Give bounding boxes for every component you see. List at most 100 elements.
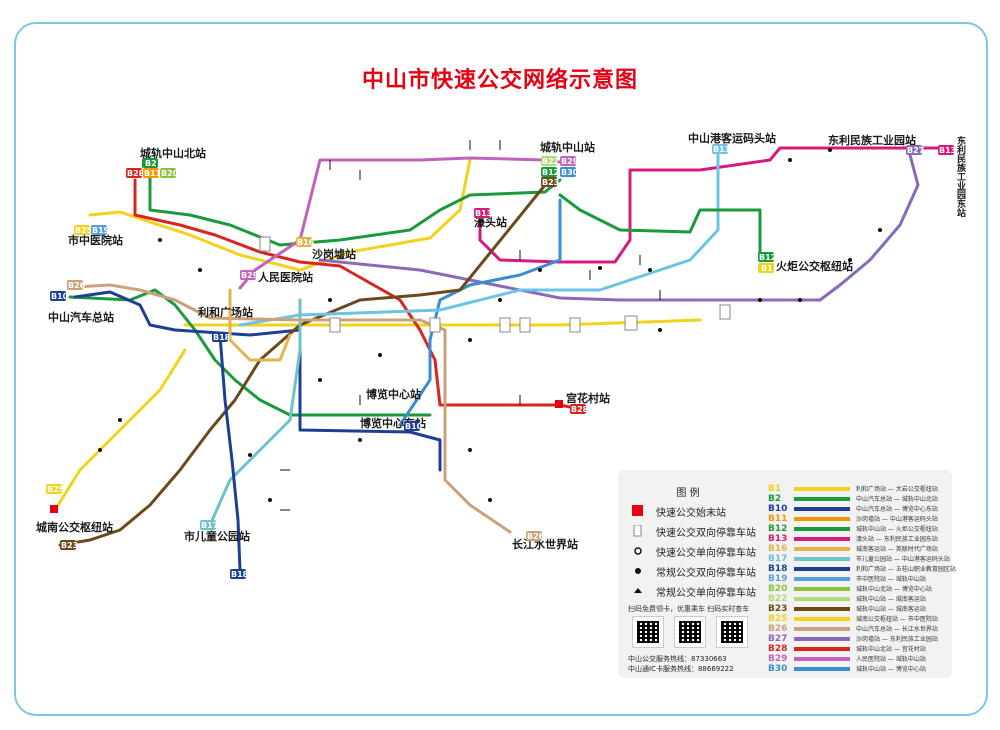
legend-line-swatch (794, 637, 850, 641)
svg-text:B10: B10 (51, 292, 69, 301)
route-line-yellow-west (88, 158, 472, 272)
legend-line-code: B25 (768, 614, 788, 624)
route-badge: B26 (526, 531, 545, 541)
route-badge: B29 (560, 156, 579, 166)
legend-line-swatch (794, 617, 850, 621)
legend-line-route: 市儿童公园站 — 中山港客运码头站 (856, 556, 950, 563)
legend-line-code: B2 (768, 494, 782, 504)
route-badge: B13 (938, 145, 956, 155)
route-badge: B20 (160, 168, 179, 178)
route-badge: B1 (758, 263, 774, 273)
route-badge: B25 (74, 225, 93, 235)
legend-line-route: 中山汽车总站 — 长江水世界站 (856, 626, 938, 633)
route-line-yellow-south (53, 348, 187, 512)
brt-shelters (259, 236, 731, 333)
legend-line-code: B30 (768, 664, 788, 674)
svg-text:B12: B12 (542, 168, 559, 177)
svg-text:B29: B29 (241, 271, 259, 280)
station-labels: 城轨中山北站 市中医院站 中山汽车总站 利和广场站 人民医院站 沙岗墟站 濠头站… (36, 131, 967, 551)
route-badges: B2 B28 B11 B20 B25 B19 B26 B10 B18 B29 B… (46, 144, 956, 579)
legend-line-route: 城轨中山站 — 博览中心站 (856, 666, 926, 673)
legend-line-route: 市中医院站 — 城轨中山站 (856, 576, 926, 583)
route-badge: B19 (91, 225, 110, 235)
legend-line-swatch (794, 647, 850, 651)
route-badge: B11 (712, 144, 731, 154)
station-label: 人民医院站 (258, 270, 313, 284)
svg-text:B2: B2 (145, 159, 157, 168)
legend-line-route: 城南公交枢纽站 — 市中医院站 (856, 616, 938, 623)
station-label: 利和广场站 (198, 305, 253, 319)
route-line-pale (228, 288, 292, 362)
svg-text:B20: B20 (161, 169, 179, 178)
terminus-icon (632, 505, 643, 516)
route-badge: B12 (541, 167, 559, 177)
route-line-red (133, 178, 577, 410)
route-badge: B29 (240, 270, 259, 280)
route-badge: B12 (758, 252, 776, 262)
legend-symbol-label: 快速公交单向停靠车站 (656, 548, 756, 559)
legend-line-row: B25 城南公交枢纽站 — 市中医院站 (768, 614, 950, 624)
route-badge: B10 (404, 421, 423, 431)
legend-line-code: B1 (768, 484, 782, 494)
svg-text:B29: B29 (561, 157, 579, 166)
route-line-blue (398, 198, 562, 427)
legend-line-code: B27 (768, 634, 788, 644)
legend-line-code: B17 (768, 554, 788, 564)
route-badge: B23 (60, 540, 78, 550)
legend-line-swatch (794, 607, 850, 611)
route-badge: B26 (67, 280, 86, 290)
station-label: 中山汽车总站 (48, 310, 114, 324)
qr-code-icon[interactable] (674, 616, 706, 648)
route-badge: B28 (570, 404, 589, 414)
legend-line-swatch (794, 487, 850, 491)
legend-line-row: B30 城轨中山站 — 博览中心站 (768, 664, 950, 674)
svg-text:B17: B17 (201, 521, 218, 530)
legend-line-route: 利和广场站 — 五桂山职业教育园区站 (856, 566, 956, 573)
legend-line-row: B19 市中医院站 — 城轨中山站 (768, 574, 950, 584)
legend-line-route: 沙岗墟站 — 东利民族工业园站 (856, 636, 938, 643)
station-label: 城轨中山站 (540, 140, 595, 154)
legend-line-swatch (794, 517, 850, 521)
route-badge: B18 (212, 332, 231, 342)
station-label: 市中医院站 (68, 233, 123, 247)
legend-line-route: 利和广场站 — 大岩公交枢纽站 (856, 486, 938, 493)
svg-text:B13: B13 (475, 209, 492, 218)
legend-line-swatch (794, 587, 850, 591)
route-badge: B18 (230, 569, 249, 579)
route-badge: B10 (50, 291, 69, 301)
qr-code-icon[interactable] (632, 616, 664, 648)
station-label: 长江水世界站 (512, 537, 578, 551)
route-badge: B11 (143, 168, 162, 178)
route-badge: B30 (560, 167, 579, 177)
qr-code-icon[interactable] (716, 616, 748, 648)
regular-one-way-icon (634, 588, 642, 593)
route-line-magenta (478, 146, 947, 264)
brt-two-way-icon (633, 525, 642, 537)
svg-text:B18: B18 (231, 570, 249, 579)
legend-line-code: B12 (768, 524, 788, 534)
svg-text:B11: B11 (713, 145, 731, 154)
legend-line-route: 濠头站 — 东利民族工业园东站 (856, 536, 938, 543)
station-label: 沙岗墟站 (312, 247, 356, 261)
svg-text:B23: B23 (542, 178, 559, 187)
legend-line-code: B19 (768, 574, 788, 584)
station-label: 宫花村站 (566, 391, 610, 405)
legend-line-code: B11 (768, 514, 788, 524)
route-badge: B28 (126, 168, 145, 178)
route-line-tan (73, 283, 512, 534)
station-label: 城轨中山北站 (140, 146, 206, 160)
station-label: 中山港客运码头站 (688, 131, 776, 145)
route-line-navy-south (218, 333, 242, 572)
route-line-purple (318, 153, 920, 302)
route-badge: B27 (906, 145, 924, 155)
legend-line-code: B10 (768, 504, 788, 514)
svg-text:B16: B16 (297, 238, 315, 247)
legend-line-swatch (794, 527, 850, 531)
station-label-vertical: 东利民族工业园东站 (955, 135, 967, 218)
route-line-green-north (148, 166, 562, 247)
route-badge: B22 (541, 156, 559, 166)
